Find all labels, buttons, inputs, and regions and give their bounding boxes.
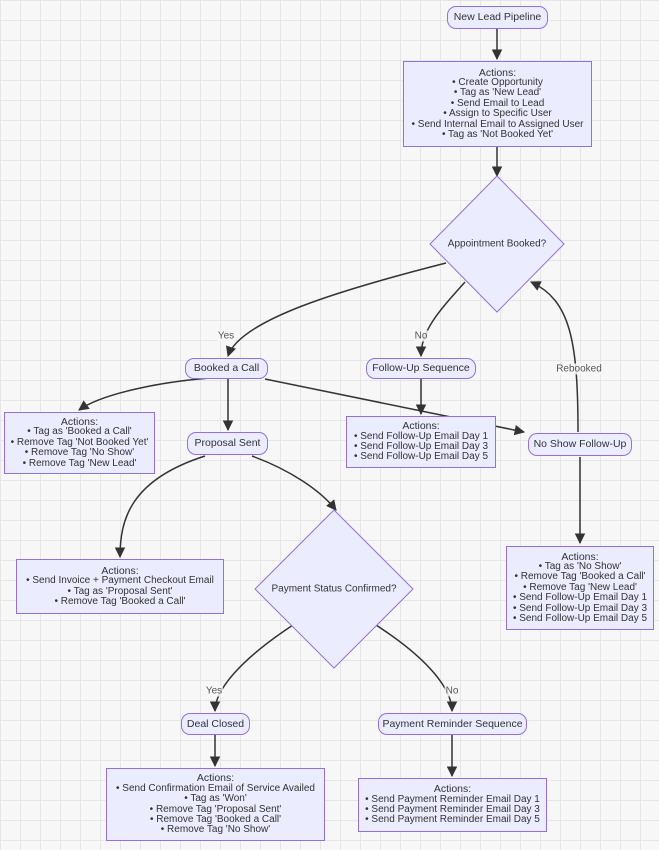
action-item: • Send Payment Reminder Email Day 3 xyxy=(365,804,540,815)
action-item: • Remove Tag 'No Show' xyxy=(24,447,135,459)
action-item: • Tag as 'No Show' xyxy=(538,560,622,572)
action-item: • Remove Tag 'Booked a Call' xyxy=(514,571,646,583)
actions-title: Actions: xyxy=(561,550,599,563)
follow-up-actions-box[interactable]: Actions: • Send Follow-Up Email Day 1 • … xyxy=(346,416,496,468)
edge-booked-to-actions xyxy=(78,376,229,411)
actions-title: Actions: xyxy=(433,783,472,796)
action-item: • Tag as 'New Lead' xyxy=(453,87,542,99)
actions-title: Actions: xyxy=(101,564,139,577)
no-show-follow-up-label: No Show Follow-Up xyxy=(533,438,627,451)
no-show-actions-box[interactable]: Actions: • Tag as 'No Show' • Remove Tag… xyxy=(506,546,654,630)
edge-label-no: No xyxy=(444,685,460,697)
booked-actions-box[interactable]: Actions: • Tag as 'Booked a Call' • Remo… xyxy=(4,412,155,474)
decision-payment-label: Payment Status Confirmed? xyxy=(271,583,397,595)
action-item: • Send Confirmation Email of Service Ava… xyxy=(116,782,315,794)
action-item: • Send Follow-Up Email Day 5 xyxy=(353,451,489,463)
decision-appointment-shape xyxy=(429,175,565,313)
action-item: • Tag as 'Not Booked Yet' xyxy=(441,129,554,141)
decision-payment-shape xyxy=(254,509,414,669)
node-payment-reminder-sequence[interactable]: Payment Reminder Sequence xyxy=(378,713,527,735)
action-item: • Send Email to Lead xyxy=(450,97,545,109)
node-deal-closed[interactable]: Deal Closed xyxy=(181,713,250,735)
edge-label-no: No xyxy=(413,330,429,342)
action-item: • Remove Tag 'Proposal Sent' xyxy=(149,803,282,815)
proposal-actions-box[interactable]: Actions: • Send Invoice + Payment Checko… xyxy=(16,559,224,614)
decision-appointment-label: Appointment Booked? xyxy=(447,238,547,250)
node-proposal-sent[interactable]: Proposal Sent xyxy=(187,432,268,455)
node-booked-a-call[interactable]: Booked a Call xyxy=(185,358,268,379)
edge-payment-yes xyxy=(209,624,294,713)
action-item: • Send Payment Reminder Email Day 5 xyxy=(365,814,540,826)
action-item: • Tag as 'Proposal Sent' xyxy=(67,585,173,597)
action-item: • Remove Tag 'New Lead' xyxy=(22,457,137,469)
start-node-new-lead-pipeline[interactable]: New Lead Pipeline xyxy=(447,6,548,29)
edge-payment-no xyxy=(375,624,458,713)
action-item: • Remove Tag 'No Show' xyxy=(160,824,271,836)
action-item: • Create Opportunity xyxy=(452,76,543,88)
reminder-actions-box[interactable]: Actions: • Send Payment Reminder Email D… xyxy=(358,778,547,832)
action-item: • Remove Tag 'New Lead' xyxy=(523,581,637,593)
edge-proposal-to-actions xyxy=(114,455,206,559)
actions-title: Actions: xyxy=(196,772,235,785)
edge-label-yes: Yes xyxy=(216,330,236,342)
edge-proposal-to-decision xyxy=(251,455,337,511)
deal-actions-box[interactable]: Actions: • Send Confirmation Email of Se… xyxy=(106,768,325,841)
action-item: • Remove Tag 'Booked a Call' xyxy=(149,813,282,825)
booked-call-label: Booked a Call xyxy=(193,362,260,375)
edge-label-rebooked: Rebooked xyxy=(555,363,603,375)
action-item: • Send Internal Email to Assigned User xyxy=(411,118,584,130)
follow-up-sequence-label: Follow-Up Sequence xyxy=(372,362,470,375)
actions-title: Actions: xyxy=(478,66,517,79)
actions-title: Actions: xyxy=(60,415,99,428)
action-item: • Send Payment Reminder Email Day 1 xyxy=(365,793,540,805)
edge-decision-yes xyxy=(226,262,447,357)
action-item: • Send Follow-Up Email Day 5 xyxy=(512,613,648,625)
action-item: • Send Invoice + Payment Checkout Email xyxy=(26,575,214,587)
action-item: • Remove Tag 'Not Booked Yet' xyxy=(10,436,149,448)
action-item: • Remove Tag 'Booked a Call' xyxy=(54,595,186,607)
new-lead-actions-box[interactable]: Actions: • Create Opportunity • Tag as '… xyxy=(403,61,592,147)
node-no-show-follow-up[interactable]: No Show Follow-Up xyxy=(528,433,632,456)
payment-reminder-sequence-label: Payment Reminder Sequence xyxy=(382,717,523,730)
deal-closed-label: Deal Closed xyxy=(186,717,245,730)
action-item: • Send Follow-Up Email Day 3 xyxy=(512,602,648,614)
action-item: • Send Follow-Up Email Day 3 xyxy=(353,441,489,452)
edge-rebooked xyxy=(530,281,579,433)
node-follow-up-sequence[interactable]: Follow-Up Sequence xyxy=(366,358,476,379)
actions-title: Actions: xyxy=(402,420,440,433)
action-item: • Tag as 'Won' xyxy=(184,793,247,805)
action-item: • Tag as 'Booked a Call' xyxy=(27,426,132,438)
action-item: • Send Follow-Up Email Day 1 xyxy=(512,592,648,604)
action-item: • Send Follow-Up Email Day 1 xyxy=(353,430,489,442)
action-item: • Assign to Specific User xyxy=(443,108,552,120)
edge-label-yes: Yes xyxy=(204,685,224,697)
start-node-label: New Lead Pipeline xyxy=(453,11,542,24)
edge-decision-no xyxy=(415,281,466,358)
proposal-sent-label: Proposal Sent xyxy=(194,437,261,450)
